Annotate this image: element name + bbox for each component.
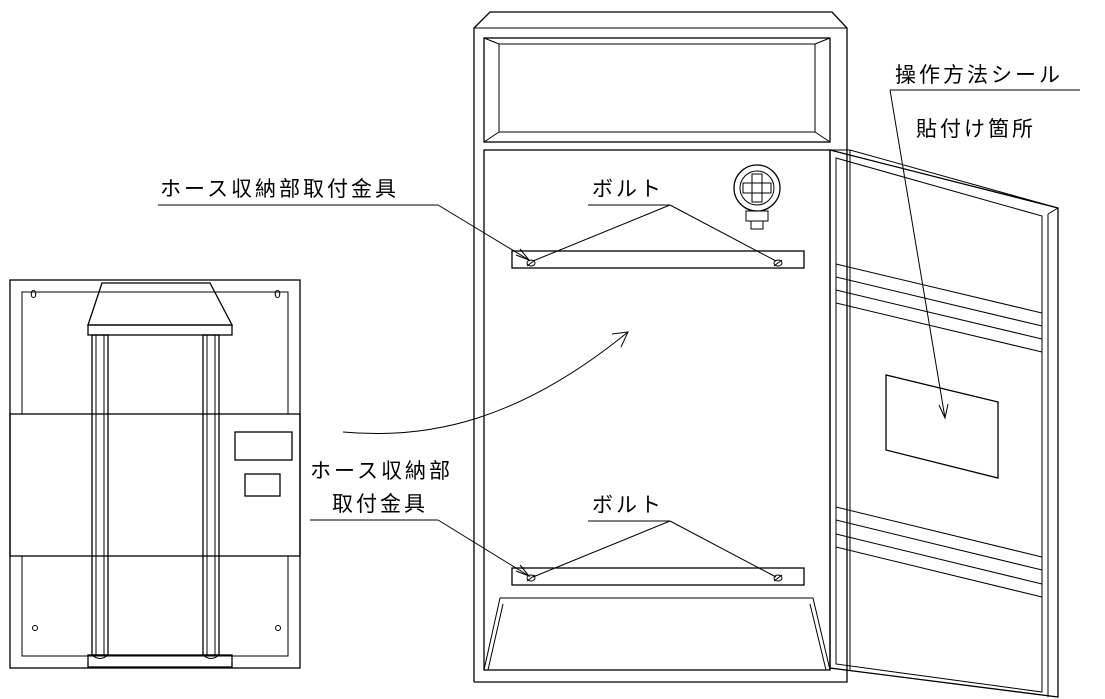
assembly-arrow <box>342 331 629 435</box>
back-view-inner-top <box>21 291 289 414</box>
cabinet-back-view: 0 0 <box>9 279 301 669</box>
leader-line <box>532 520 671 578</box>
top-compartment-inner <box>498 43 816 133</box>
label-sticker-2: 貼付け箇所 <box>916 117 1036 141</box>
leader-line <box>532 204 671 262</box>
sticker-area <box>885 374 999 479</box>
cabinet-front-view <box>473 11 848 683</box>
door-inner <box>835 157 1043 693</box>
back-view-window-lower <box>244 473 281 497</box>
back-view-top-cap <box>87 282 234 326</box>
mount-hole <box>275 625 281 631</box>
mount-hole <box>32 625 38 631</box>
hose-bracket-lower <box>511 567 805 586</box>
leader-line <box>669 204 777 262</box>
door-outer <box>829 149 1059 698</box>
label-bolt-top: ボルト <box>592 177 664 201</box>
back-view-window-upper <box>234 431 293 461</box>
back-view-right-post <box>202 334 220 656</box>
label-sticker-1: 操作方法シール <box>895 63 1063 87</box>
door-rail <box>835 263 1043 327</box>
leader-line <box>889 89 946 419</box>
cabinet-body <box>473 11 848 683</box>
bolt-icon <box>773 259 783 267</box>
top-compartment <box>483 37 831 143</box>
hose-bracket-upper <box>511 250 805 269</box>
main-compartment <box>483 149 831 671</box>
valve-wheel-icon <box>733 164 781 230</box>
door-rail <box>835 289 1043 353</box>
label-hose-bracket-top: ホース収納部取付金具 <box>160 177 399 201</box>
back-view-left-post <box>91 334 109 656</box>
bolt-icon <box>526 574 536 582</box>
label-bolt-bottom: ボルト <box>592 493 664 517</box>
cabinet-door <box>829 149 1059 698</box>
label-hose-bracket-left-2: 取付金具 <box>332 492 428 516</box>
door-rail <box>835 506 1043 571</box>
leader-line <box>437 204 530 261</box>
mount-hole-mark-right: 0 <box>274 288 281 301</box>
compartment-floor <box>483 597 831 671</box>
bolt-icon <box>773 574 783 582</box>
back-view-band <box>9 413 301 557</box>
leader-line <box>669 520 777 578</box>
leader-line <box>437 519 530 577</box>
label-hose-bracket-left-1: ホース収納部 <box>310 459 453 483</box>
back-view-top-cap-base <box>87 324 233 336</box>
back-view-base <box>87 654 233 668</box>
back-view-inner-bottom <box>21 556 289 657</box>
mount-hole-mark-left: 0 <box>30 288 37 301</box>
door-rail <box>835 533 1043 598</box>
